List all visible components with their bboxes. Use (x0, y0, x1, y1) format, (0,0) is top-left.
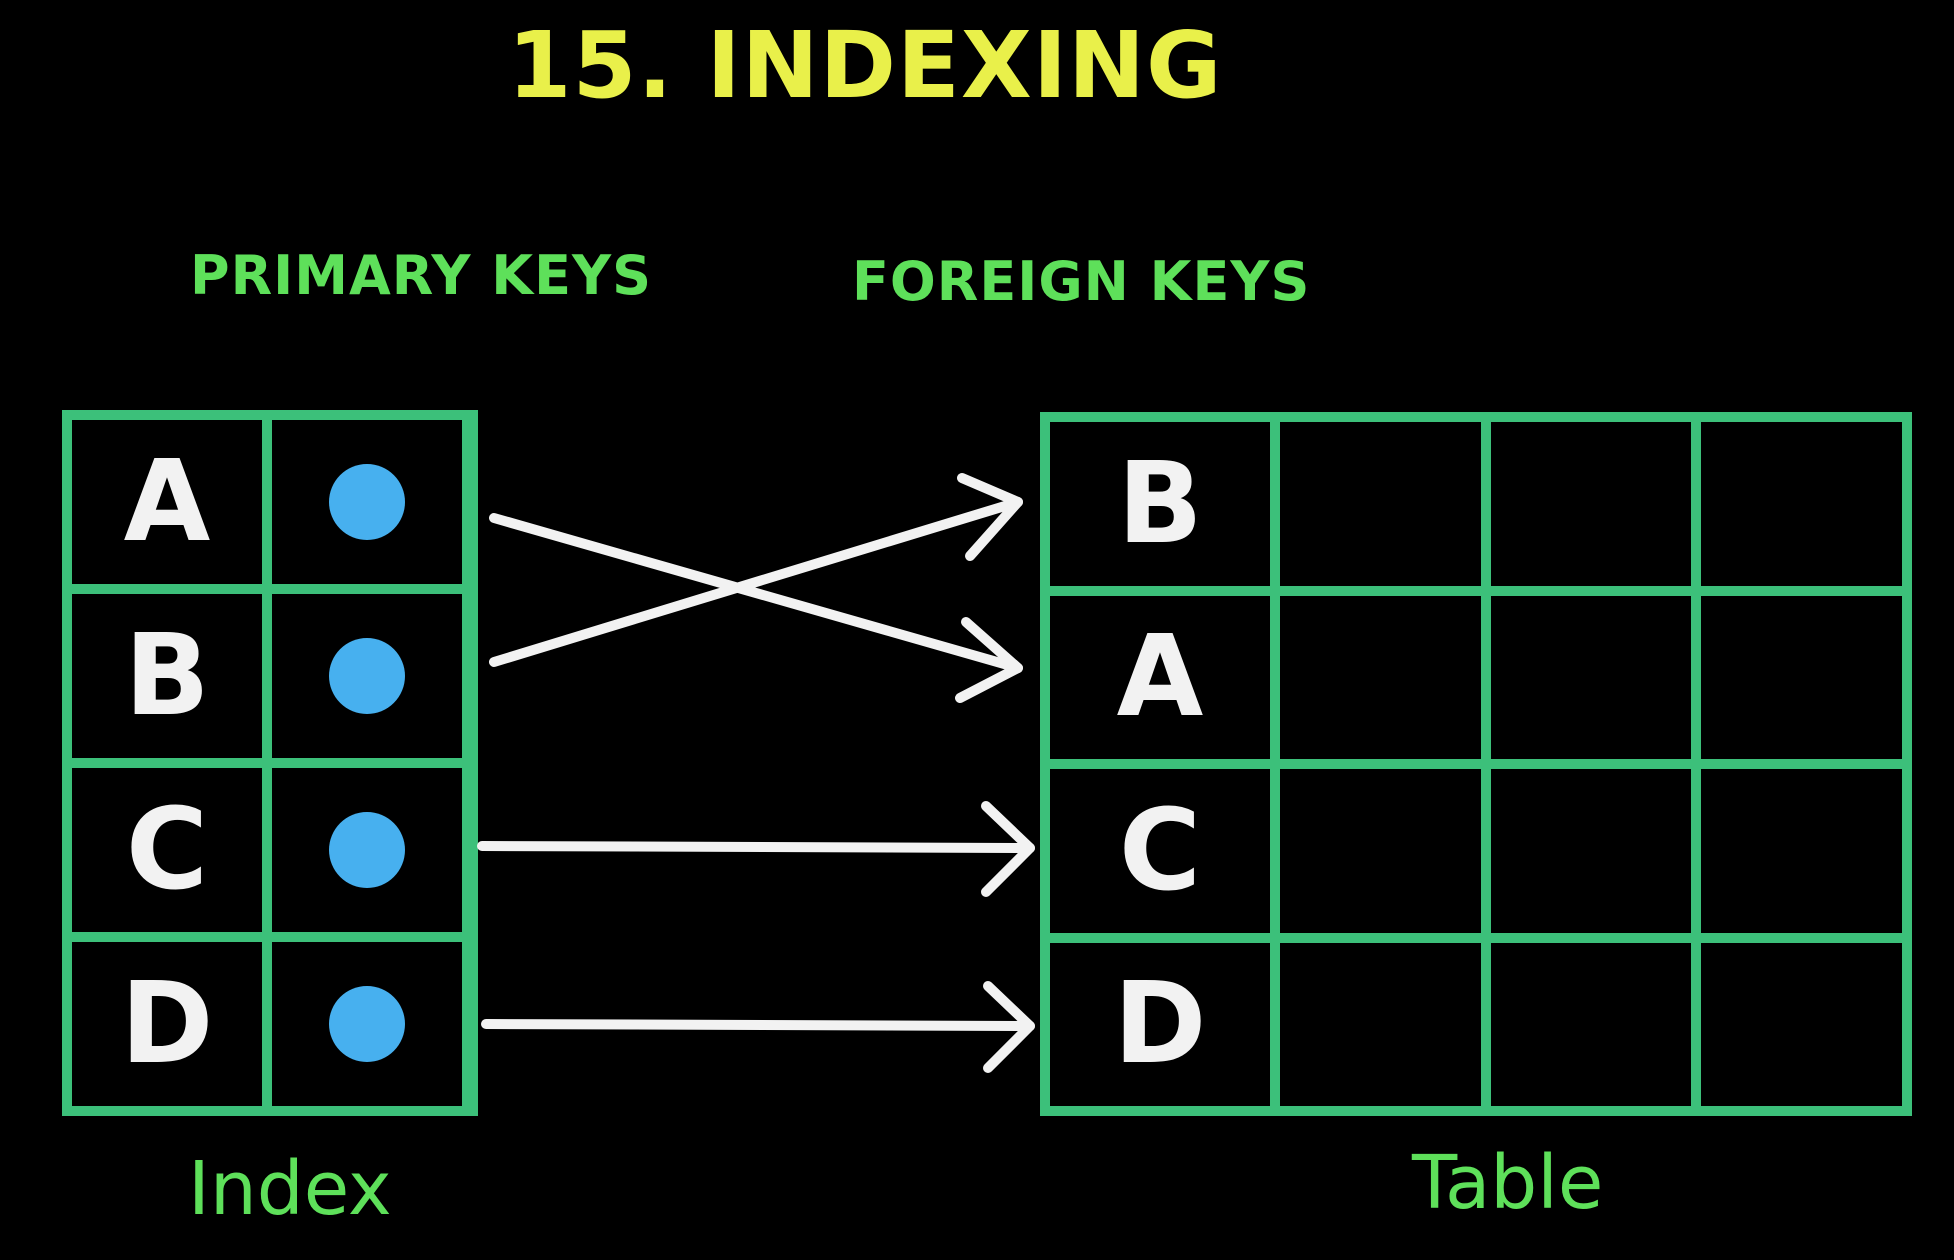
table-cell (1701, 595, 1902, 759)
index-pointer-cell (272, 768, 462, 932)
table-cell (1490, 422, 1692, 586)
primary-keys-heading: PRIMARY KEYS (190, 244, 653, 307)
table-key-cell: B (1050, 422, 1270, 586)
pointer-dot-icon (329, 638, 405, 714)
arrow-d-to-d (481, 981, 1035, 1073)
index-key-cell: D (72, 942, 262, 1106)
table-cell (1490, 769, 1692, 933)
table-key-cell: D (1050, 942, 1270, 1106)
table-caption: Table (1412, 1140, 1604, 1226)
pointer-dot-icon (329, 464, 405, 540)
arrow-b-to-b (489, 473, 1023, 667)
table-cell (1490, 942, 1692, 1106)
index-pointer-cell (272, 594, 462, 758)
index-grid: A B C D (62, 410, 478, 1116)
table-grid: B A C D (1040, 412, 1912, 1116)
index-key-cell: B (72, 594, 262, 758)
table-cell (1701, 422, 1902, 586)
table-cell (1280, 769, 1481, 933)
table-cell (1280, 422, 1481, 586)
table-cell (1490, 595, 1692, 759)
foreign-keys-heading: FOREIGN KEYS (852, 250, 1311, 313)
pointer-dot-icon (329, 812, 405, 888)
page-title: 15. INDEXING (507, 12, 1223, 119)
index-pointer-cell (272, 942, 462, 1106)
index-pointer-cell (272, 420, 462, 584)
pointer-dot-icon (329, 986, 405, 1062)
table-cell (1280, 595, 1481, 759)
index-key-cell: A (72, 420, 262, 584)
index-caption: Index (188, 1146, 392, 1232)
arrow-a-to-a (489, 513, 1023, 703)
table-key-cell: C (1050, 769, 1270, 933)
table-cell (1701, 769, 1902, 933)
table-key-cell: A (1050, 595, 1270, 759)
table-cell (1280, 942, 1481, 1106)
table-cell (1701, 942, 1902, 1106)
index-key-cell: C (72, 768, 262, 932)
arrow-c-to-c (477, 801, 1035, 897)
